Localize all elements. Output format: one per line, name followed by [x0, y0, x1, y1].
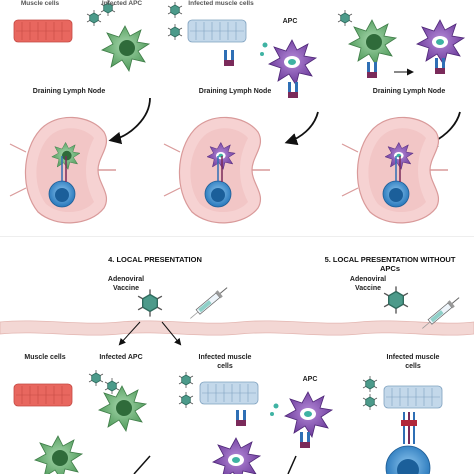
muscle-cell-red — [13, 19, 73, 43]
adenovirus-icon — [337, 9, 353, 27]
adenovirus-icon — [167, 23, 183, 41]
apc-green-cell — [101, 25, 150, 72]
vaccine-label: Vaccine — [112, 285, 140, 292]
apc-label: APC — [282, 18, 298, 25]
arrow — [108, 97, 151, 145]
arrow — [133, 455, 151, 474]
apc-purple-cell — [284, 391, 333, 438]
adenovirus-icon — [178, 371, 194, 389]
divider — [0, 236, 474, 237]
adenovirus-icon — [88, 369, 104, 387]
lymph-node — [341, 116, 449, 224]
mhc-receptor — [300, 432, 310, 448]
arrow — [118, 321, 141, 346]
apc-green-cell — [34, 435, 83, 474]
vaccine-label: Adenoviral — [349, 276, 387, 283]
adenovirus-icon — [137, 288, 163, 318]
adenovirus-icon — [167, 1, 183, 19]
section4-title: 4. LOCAL PRESENTATION — [108, 255, 202, 264]
muscle-cell-blue — [187, 19, 247, 43]
arrow — [161, 321, 182, 346]
adenovirus-icon — [86, 9, 102, 27]
infected-muscle-label: cells — [405, 363, 421, 370]
infected-muscle-label: Infected muscle — [386, 354, 440, 361]
vaccine-label: Vaccine — [354, 285, 382, 292]
adenovirus-icon — [178, 391, 194, 409]
adenovirus-icon — [362, 375, 378, 393]
antigen-dot — [273, 403, 279, 409]
antigen-dot — [262, 42, 268, 48]
section5-title: 5. LOCAL PRESENTATION WITHOUT — [324, 255, 456, 264]
lymph-node-label: Draining Lymph Node — [372, 88, 446, 95]
apc-purple-cell — [212, 437, 261, 474]
infected-muscle-label: cells — [217, 363, 233, 370]
apc-green-cell — [98, 385, 147, 432]
apc-label: APC — [302, 376, 318, 383]
cut-label: Infected muscle cells — [188, 0, 254, 7]
syringe-icon — [190, 287, 228, 319]
lymph-node — [163, 116, 271, 224]
vaccine-label: Adenoviral — [107, 276, 145, 283]
top-row — [9, 0, 465, 224]
tissue-band — [0, 320, 474, 336]
muscle-cell-blue — [383, 385, 443, 409]
antigen-dot — [260, 52, 264, 56]
cut-label: Infected APC — [101, 0, 143, 7]
mhc-receptor — [401, 420, 417, 426]
cut-label: Muscle cells — [20, 0, 60, 7]
muscle-cell-red — [13, 383, 73, 407]
infected-apc-label: Infected APC — [99, 354, 143, 361]
section5-title: APCs — [379, 264, 400, 273]
arrow — [284, 111, 319, 146]
lymph-node-label: Draining Lymph Node — [198, 88, 272, 95]
t-cell-nucleus — [397, 459, 419, 474]
mhc-receptor — [224, 50, 234, 66]
mhc-receptor — [435, 58, 445, 74]
lymph-node-label: Draining Lymph Node — [32, 88, 106, 95]
antigen-dot — [270, 412, 274, 416]
muscle-cells-label: Muscle cells — [24, 354, 66, 361]
lymph-node — [9, 116, 117, 224]
adenovirus-icon — [104, 377, 120, 395]
mhc-receptor — [236, 410, 246, 426]
muscle-cell-blue — [199, 381, 259, 405]
arrow — [287, 455, 297, 474]
apc-green-cell — [348, 19, 397, 66]
adenovirus-icon — [362, 393, 378, 411]
apc-purple-cell — [268, 39, 317, 86]
mhc-receptor — [367, 62, 377, 78]
syringe-icon — [422, 297, 460, 329]
infected-muscle-label: Infected muscle — [198, 354, 252, 361]
apc-purple-cell — [416, 19, 465, 66]
